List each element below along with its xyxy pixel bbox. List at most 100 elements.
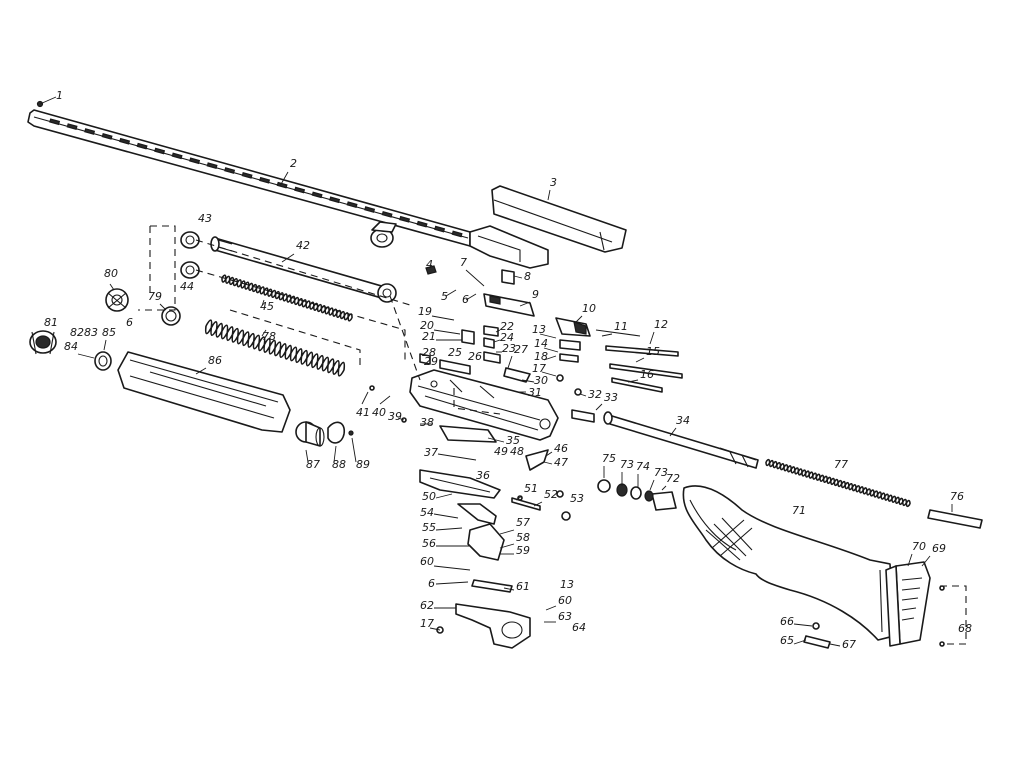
leader-line: [543, 461, 553, 465]
leader-line: [661, 485, 667, 491]
part-number-61: 61: [516, 580, 530, 593]
part-number-28: 28: [422, 346, 436, 359]
barrel-part: [27, 96, 549, 269]
part-number-69: 69: [932, 542, 946, 555]
leader-line: [543, 355, 557, 361]
part-number-44: 44: [180, 280, 194, 293]
part-number-8: 8: [524, 270, 531, 283]
part-number-41: 41: [356, 406, 370, 419]
part-number-58: 58: [516, 531, 530, 544]
part-number-72: 72: [666, 472, 680, 485]
leader-line: [77, 353, 95, 359]
part-number-19: 19: [418, 305, 432, 318]
leader-line: [547, 189, 551, 201]
part-number-1: 1: [56, 89, 63, 102]
part-number-73b: 73: [654, 466, 668, 479]
receiver-cover-part: [491, 185, 627, 253]
leader-line: [543, 347, 559, 353]
leader-line: [429, 627, 441, 631]
part-number-70: 70: [912, 540, 926, 553]
magazine-spring-part: [221, 274, 353, 322]
part-number-2: 2: [290, 157, 297, 170]
part-number-74: 74: [636, 460, 650, 473]
leader-line: [595, 403, 603, 411]
part-number-67: 67: [842, 638, 856, 651]
leader-line: [793, 639, 807, 645]
leader-line: [513, 275, 523, 279]
leader-line: [499, 529, 515, 535]
part-number-9: 9: [532, 288, 539, 301]
leader-line: [103, 339, 107, 351]
part-number-26: 26: [468, 350, 482, 363]
recoil-spring-part: [204, 319, 346, 377]
part-number-3: 3: [550, 176, 557, 189]
part-number-88: 88: [332, 458, 346, 471]
leader-line: [495, 329, 501, 333]
part-number-64: 64: [572, 621, 586, 634]
butt-plate-part: [885, 561, 931, 647]
leader-line: [487, 437, 505, 443]
leader-line: [793, 623, 813, 627]
part-number-48: 48: [510, 445, 524, 458]
leader-line: [431, 315, 455, 321]
leader-line: [279, 171, 289, 187]
part-number-10: 10: [582, 302, 596, 315]
part-number-57: 57: [516, 516, 530, 529]
part-number-73a: 73: [620, 458, 634, 471]
part-number-47: 47: [554, 456, 568, 469]
leader-line: [515, 495, 523, 501]
part-number-86: 86: [208, 354, 222, 367]
guide-rod-part: [927, 509, 983, 529]
part-number-29: 29: [424, 355, 438, 368]
pins-part: [556, 329, 683, 396]
part-number-49: 49: [494, 445, 508, 458]
part-number-89: 89: [356, 458, 370, 471]
leader-line: [669, 427, 677, 437]
screws-part: [369, 385, 945, 649]
part-number-24: 24: [500, 331, 514, 344]
leader-line: [545, 451, 553, 457]
part-number-68: 68: [958, 622, 972, 635]
part-number-63: 63: [558, 610, 572, 623]
part-number-51: 51: [524, 482, 538, 495]
leader-line: [507, 355, 513, 369]
part-number-13b: 13: [560, 578, 574, 591]
stock-part: [651, 485, 895, 641]
leader-line: [305, 449, 309, 463]
leader-line: [545, 605, 557, 611]
part-number-18: 18: [534, 350, 548, 363]
part-number-75: 75: [602, 452, 616, 465]
leader-line: [261, 329, 267, 337]
part-number-5: 5: [441, 290, 448, 303]
leader-line: [195, 367, 207, 375]
part-number-12: 12: [654, 318, 668, 331]
part-number-15: 15: [646, 345, 660, 358]
part-number-87: 87: [306, 458, 320, 471]
part-number-20: 20: [420, 319, 434, 332]
part-number-81: 81: [44, 316, 58, 329]
part-number-84: 84: [64, 340, 78, 353]
leader-line: [397, 417, 405, 421]
leader-line: [435, 527, 463, 531]
trigger-group-part: [419, 425, 571, 649]
part-number-62: 62: [420, 599, 434, 612]
leader-line: [379, 395, 391, 405]
part-number-60b: 60: [558, 594, 572, 607]
leader-line: [261, 299, 265, 307]
leader-line: [435, 581, 469, 585]
part-number-35: 35: [506, 434, 520, 447]
part-number-4: 4: [426, 258, 433, 271]
leader-line: [159, 303, 167, 311]
leader-line: [351, 437, 357, 463]
part-number-82: 82: [70, 326, 84, 339]
magazine-cap-part: [29, 330, 57, 355]
part-number-37: 37: [424, 446, 438, 459]
leader-line: [493, 339, 501, 343]
part-number-66: 66: [780, 615, 794, 628]
receiver-part: [409, 369, 559, 441]
part-number-85: 85: [102, 326, 116, 339]
leader-line: [465, 269, 485, 287]
part-number-65: 65: [780, 634, 794, 647]
